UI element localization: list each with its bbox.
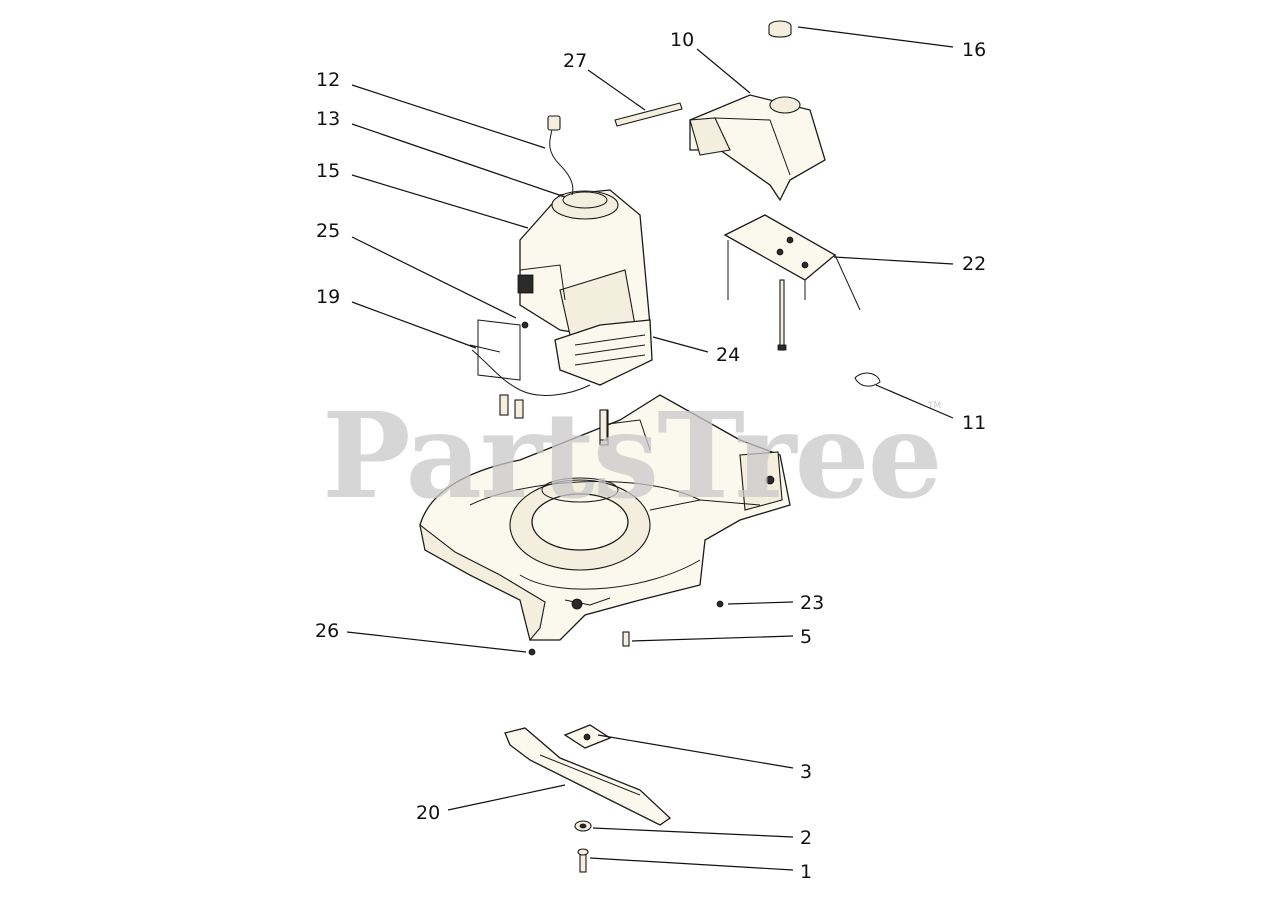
watermark-trademark: TM (927, 401, 941, 411)
callout-5[interactable]: 5 (800, 626, 812, 648)
mower-deck[interactable] (419, 394, 791, 642)
dipstick[interactable] (614, 102, 683, 127)
watermark-text: PartsTree (322, 386, 941, 525)
blade-adapter[interactable] (563, 724, 612, 749)
grommet[interactable] (521, 321, 529, 329)
spark-plug-wire[interactable] (547, 115, 574, 196)
callout-24[interactable]: 24 (716, 344, 740, 366)
watermark: PartsTree TM (322, 386, 943, 525)
callout-2[interactable]: 2 (800, 827, 812, 849)
callouts: 12 13 15 25 19 27 10 16 22 24 11 23 5 26… (315, 29, 986, 883)
bolt[interactable] (528, 648, 536, 656)
bracket[interactable] (723, 214, 861, 311)
callout-26[interactable]: 26 (315, 620, 339, 642)
callout-11[interactable]: 11 (962, 412, 986, 434)
callout-23[interactable]: 23 (800, 592, 824, 614)
callout-27[interactable]: 27 (563, 50, 587, 72)
blade-bolt[interactable] (577, 848, 589, 873)
blade[interactable] (504, 727, 672, 826)
callout-16[interactable]: 16 (962, 39, 986, 61)
screw[interactable] (622, 631, 630, 647)
washer[interactable] (574, 820, 592, 832)
spring[interactable] (854, 372, 881, 387)
bolt[interactable] (777, 279, 787, 351)
engine[interactable] (517, 189, 653, 441)
leader-lines (346, 26, 954, 871)
control-cable[interactable] (469, 319, 591, 419)
callout-3[interactable]: 3 (800, 761, 812, 783)
callout-13[interactable]: 13 (316, 108, 340, 130)
fuel-cap[interactable] (768, 20, 792, 38)
callout-25[interactable]: 25 (316, 220, 340, 242)
shroud[interactable] (689, 94, 826, 202)
callout-19[interactable]: 19 (316, 286, 340, 308)
callout-20[interactable]: 20 (416, 802, 440, 824)
nut[interactable] (716, 600, 724, 608)
callout-12[interactable]: 12 (316, 69, 340, 91)
callout-15[interactable]: 15 (316, 160, 340, 182)
callout-22[interactable]: 22 (962, 253, 986, 275)
callout-1[interactable]: 1 (800, 861, 812, 883)
callout-10[interactable]: 10 (670, 29, 694, 51)
